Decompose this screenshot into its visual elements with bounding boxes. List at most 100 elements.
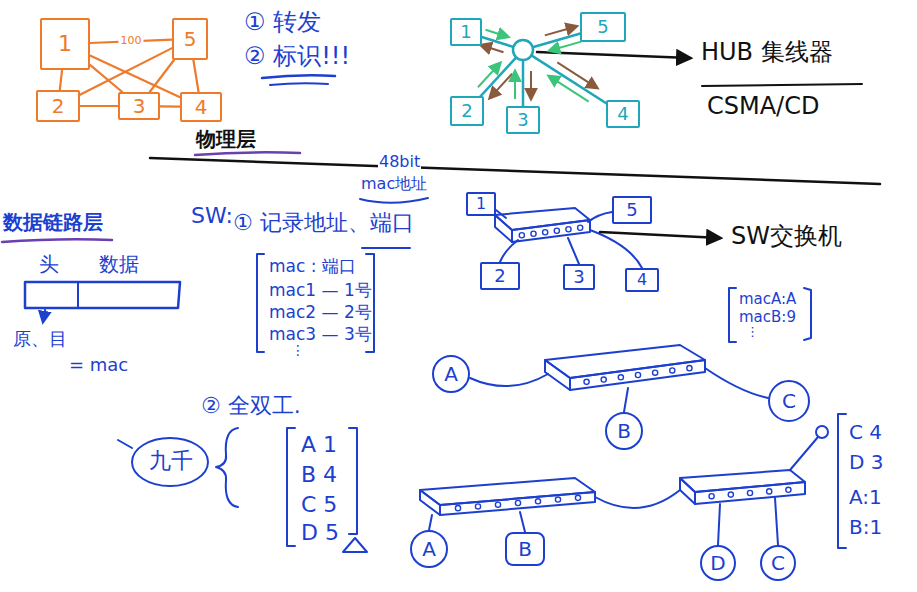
- note-label: 原、目: [12, 328, 68, 350]
- frame-box: [25, 282, 180, 308]
- node-text: 4: [617, 104, 628, 124]
- note-label: A 1: [300, 432, 338, 458]
- switch-port: [670, 368, 675, 373]
- node-text: 5: [184, 28, 197, 50]
- note-label: SW:: [190, 203, 234, 229]
- node-text: C: [782, 390, 796, 412]
- cable: [590, 230, 642, 268]
- cable: [624, 388, 628, 412]
- node-text: 2: [461, 101, 472, 121]
- link-label: 100: [119, 35, 144, 47]
- note-label: 48bit: [378, 152, 421, 171]
- device-box: 4: [606, 100, 640, 128]
- switch-port: [687, 366, 692, 371]
- table-bracket: [804, 288, 811, 340]
- cable: [429, 515, 432, 530]
- underline: [262, 75, 335, 78]
- node-text: B: [518, 538, 532, 560]
- device-box: 1: [466, 192, 496, 216]
- device-box: 1: [40, 18, 90, 70]
- switch-device: [512, 220, 590, 242]
- mesh-link: [80, 48, 172, 95]
- node-text: A: [422, 538, 436, 560]
- cable: [470, 374, 548, 386]
- section-divider: [150, 158, 880, 184]
- note-label: A:1: [848, 485, 883, 509]
- table-bracket: [838, 414, 846, 548]
- device-box: 3: [506, 106, 540, 134]
- switch-port: [767, 489, 772, 494]
- note-label: C 5: [300, 492, 338, 518]
- cable: [705, 368, 768, 398]
- node-text: D: [710, 552, 725, 574]
- switch-port: [495, 502, 500, 507]
- switch-port: [554, 228, 559, 233]
- note-label: CSMA/CD: [706, 92, 820, 121]
- circle-mark: [816, 426, 828, 438]
- note-label: C 4: [848, 420, 883, 444]
- node-text: B: [617, 420, 631, 442]
- switch-port: [515, 500, 520, 505]
- traffic-arrow: [545, 26, 577, 35]
- traffic-arrow: [486, 30, 509, 37]
- node-text: 2: [494, 266, 505, 286]
- node-text: 4: [195, 96, 208, 118]
- node-text: 1: [476, 195, 486, 213]
- switch-device: [420, 478, 595, 505]
- note-label: 物理层: [195, 127, 257, 151]
- cable: [568, 238, 579, 264]
- device-box: 2: [480, 262, 520, 290]
- circle-mark: [132, 438, 208, 486]
- mesh-link: [60, 70, 62, 90]
- cable: [500, 240, 518, 262]
- pointer-arrow: [600, 232, 720, 238]
- node-text: 5: [597, 17, 608, 37]
- switch-port: [653, 370, 658, 375]
- note-label: ① 记录地址、端口: [232, 210, 415, 236]
- switch-device: [695, 482, 805, 504]
- host-circle: C: [768, 380, 810, 422]
- node-text: 3: [517, 110, 528, 130]
- note-label: mac2 — 2号: [268, 302, 373, 322]
- note-label: ② 标识!!!: [243, 42, 351, 71]
- switch-port: [709, 494, 714, 499]
- mesh-link: [160, 105, 180, 108]
- traffic-arrow: [490, 74, 512, 98]
- node-text: 1: [58, 32, 72, 56]
- node-text: 1: [460, 22, 471, 42]
- device-box: 3: [563, 264, 595, 290]
- note-label: D 5: [300, 520, 340, 546]
- pointer-arrow: [43, 310, 45, 322]
- note-label: macA:A: [738, 290, 797, 308]
- underline: [702, 84, 862, 86]
- device-box: 3: [118, 92, 160, 120]
- traffic-arrow: [557, 62, 597, 88]
- node-text: 4: [637, 271, 647, 289]
- note-label: ⋮: [290, 342, 306, 359]
- device-box: 5: [612, 196, 652, 224]
- note-label: 头: [38, 252, 60, 276]
- cable: [520, 512, 525, 532]
- note-label: D 3: [848, 450, 884, 474]
- switch-port: [578, 225, 583, 230]
- switch-port: [601, 377, 606, 382]
- traffic-arrow: [514, 71, 516, 99]
- switch-port: [519, 233, 524, 238]
- triangle-mark: [343, 538, 367, 552]
- switch-port: [555, 497, 560, 502]
- cable: [595, 490, 680, 508]
- device-box: 5: [172, 18, 208, 60]
- table-bracket: [729, 288, 736, 342]
- switch-port: [455, 506, 460, 511]
- note-label: 数据: [98, 252, 140, 276]
- switch-port: [566, 227, 571, 232]
- note-label: ⋮: [745, 324, 760, 340]
- note-label: B 4: [300, 462, 338, 488]
- note-label: B:1: [848, 515, 883, 539]
- switch-port: [584, 379, 589, 384]
- switch-port: [531, 231, 536, 236]
- traffic-arrow: [481, 45, 504, 52]
- frame-divider: [77, 282, 79, 308]
- device-box: 5: [580, 12, 626, 42]
